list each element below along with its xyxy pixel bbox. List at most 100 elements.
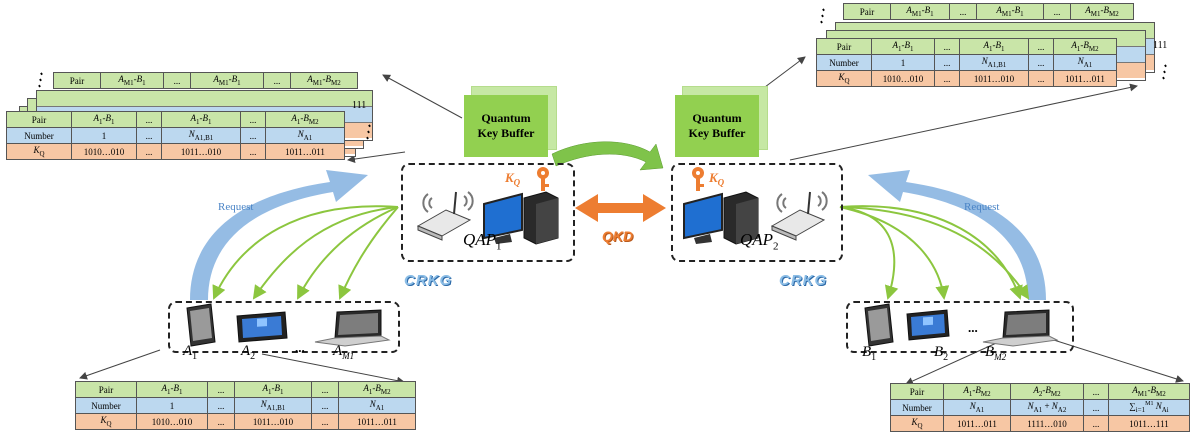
request-arrow-left (190, 170, 368, 300)
key-symbol: K (709, 170, 718, 185)
table-cell: A1-BM2 (1053, 38, 1117, 55)
buffer-label-line2: Key Buffer (688, 126, 746, 140)
table-cell: AM1-BM2 (1070, 3, 1134, 20)
table-cell: Pair (53, 72, 101, 89)
math-cell: AM1-BM2 (1085, 5, 1119, 18)
device-letter: A (183, 343, 193, 359)
device-letter: B (985, 344, 995, 360)
key-subscript: Q (513, 177, 521, 188)
pointer-qap-left (347, 151, 406, 163)
table-cell: AM1-BM2 (290, 72, 358, 89)
table-cell: KQ (890, 415, 944, 432)
math-cell: AM1-B1 (213, 74, 241, 87)
request-label-right: Request (964, 201, 1000, 213)
table-cell: AM1-B1 (890, 3, 950, 20)
table-cell: A1-BM2 (943, 383, 1011, 400)
table-cell: 1011…011 (1053, 70, 1117, 87)
table-cell: A1-B1 (71, 111, 137, 128)
smartphone-icon (864, 303, 894, 347)
math-cell: AM1-B1 (996, 5, 1024, 18)
table-cell: Number (890, 399, 944, 416)
table-cell: A1-B1 (871, 38, 935, 55)
user-devices-box-right (846, 301, 1074, 353)
monitor-icon (683, 192, 723, 244)
buffer-label-line2: Key Buffer (477, 126, 535, 140)
buffer-label-line1: Quantum (481, 111, 531, 125)
table-cell: ... (1028, 54, 1054, 71)
qkd-double-arrow (575, 194, 666, 222)
qap-right-equipment (683, 191, 828, 245)
table-cell: 1011…010 (234, 413, 312, 430)
qap-name: QAP (463, 230, 497, 249)
device-label-b2: B2 (934, 344, 948, 363)
crkg-label-right: CRKG (779, 272, 828, 289)
table-cell: NA1,B1 (161, 127, 241, 144)
math-cell: AM1-BM2 (307, 74, 341, 87)
wifi-router-icon (770, 191, 828, 241)
stack-tail-text: 111 (352, 100, 367, 111)
table-cell: Pair (6, 111, 72, 128)
table-cell: 1 (71, 127, 137, 144)
device-subscript: 1 (192, 351, 198, 362)
table-cell: 1011…111 (1108, 415, 1190, 432)
table-cell: 1 (871, 54, 935, 71)
device-icons-left (186, 303, 391, 347)
pointer-qap-right (789, 83, 1138, 161)
table-cell: ... (949, 3, 977, 20)
smartphone-icon (186, 303, 216, 347)
qap-right-label: QAP2 (740, 230, 779, 252)
pointer-buffer-right (756, 56, 806, 94)
table-cell: ... (311, 413, 339, 430)
table-cell: 1011…010 (959, 70, 1029, 87)
device-subscript: 1 (871, 352, 877, 363)
key-icon (692, 167, 704, 191)
distribution-curves-left (212, 205, 399, 300)
pointer-device-bm2-right (1037, 334, 1184, 383)
table-cell: KQ (75, 413, 137, 430)
table-cell: KQ (6, 143, 72, 160)
table-cell: 1 (136, 397, 208, 414)
table-cell: ... (1028, 70, 1054, 87)
qap-left-key-label: KQ (505, 170, 520, 188)
table-cell: A1-B1 (136, 381, 208, 398)
qap-box-right (671, 163, 843, 262)
device-subscript: M1 (342, 351, 355, 361)
wifi-router-icon (416, 191, 474, 241)
device-letter: A (241, 343, 251, 359)
device-ellipsis-right: ... (968, 320, 978, 335)
table-cell: ... (136, 143, 162, 160)
key-symbol: K (505, 170, 514, 185)
table-top-left-back: Pair AM1-B1 ... AM1-B1 ... AM1-BM2 (53, 72, 358, 89)
table-cell: ... (240, 127, 266, 144)
table-cell: A2-BM2 (1010, 383, 1084, 400)
laptop-icon (982, 309, 1059, 347)
table-top-right-back: Pair AM1-B1 ... AM1-B1 ... AM1-BM2 (843, 3, 1134, 20)
tablet-icon (236, 311, 288, 343)
device-letter: A (333, 343, 343, 359)
table-cell: AM1-B1 (190, 72, 264, 89)
table-cell: ... (240, 143, 266, 160)
device-icons-right (864, 303, 1059, 347)
device-letter: B (862, 344, 872, 360)
pointer-device-a2 (261, 353, 405, 385)
table-cell: 1011…010 (161, 143, 241, 160)
table-cell: ... (311, 381, 339, 398)
device-letter: B (934, 344, 944, 360)
qap-right-key-label: KQ (709, 170, 724, 188)
desktop-tower-icon (723, 191, 759, 245)
device-label-b1: B1 (862, 344, 876, 363)
table-cell: A1-B1 (234, 381, 312, 398)
